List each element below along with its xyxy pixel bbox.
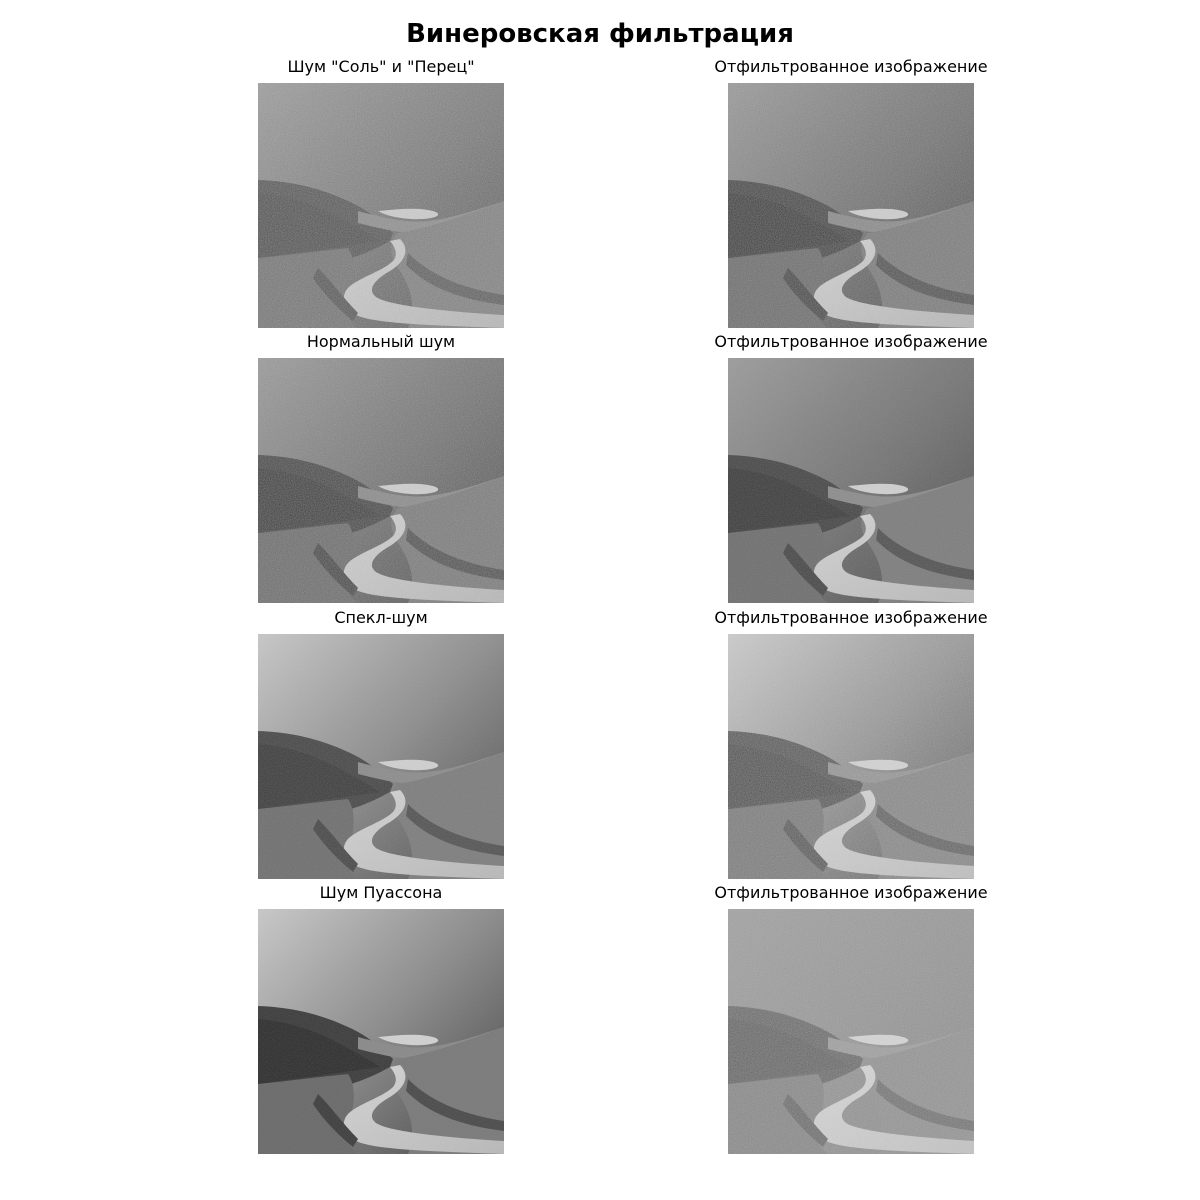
panel-title: Отфильтрованное изображение [714, 883, 988, 902]
noisy-landscape-image [258, 83, 504, 328]
panel-title: Шум Пуассона [319, 883, 443, 902]
panel-title: Отфильтрованное изображение [714, 608, 988, 627]
panel-title: Нормальный шум [306, 332, 456, 351]
filtered-landscape-image [728, 83, 974, 328]
panel-title: Шум "Соль" и "Перец" [287, 57, 475, 76]
noisy-landscape-image [258, 358, 504, 603]
filtered-landscape-image [728, 634, 974, 879]
noisy-landscape-image [258, 634, 504, 879]
panel-title: Отфильтрованное изображение [714, 332, 988, 351]
noisy-landscape-image [258, 909, 504, 1154]
panel-title: Отфильтрованное изображение [714, 57, 988, 76]
filtered-landscape-image [728, 909, 974, 1154]
figure-title: Винеровская фильтрация [406, 19, 794, 49]
filtered-landscape-image [728, 358, 974, 603]
panel-title: Спекл-шум [334, 608, 428, 627]
